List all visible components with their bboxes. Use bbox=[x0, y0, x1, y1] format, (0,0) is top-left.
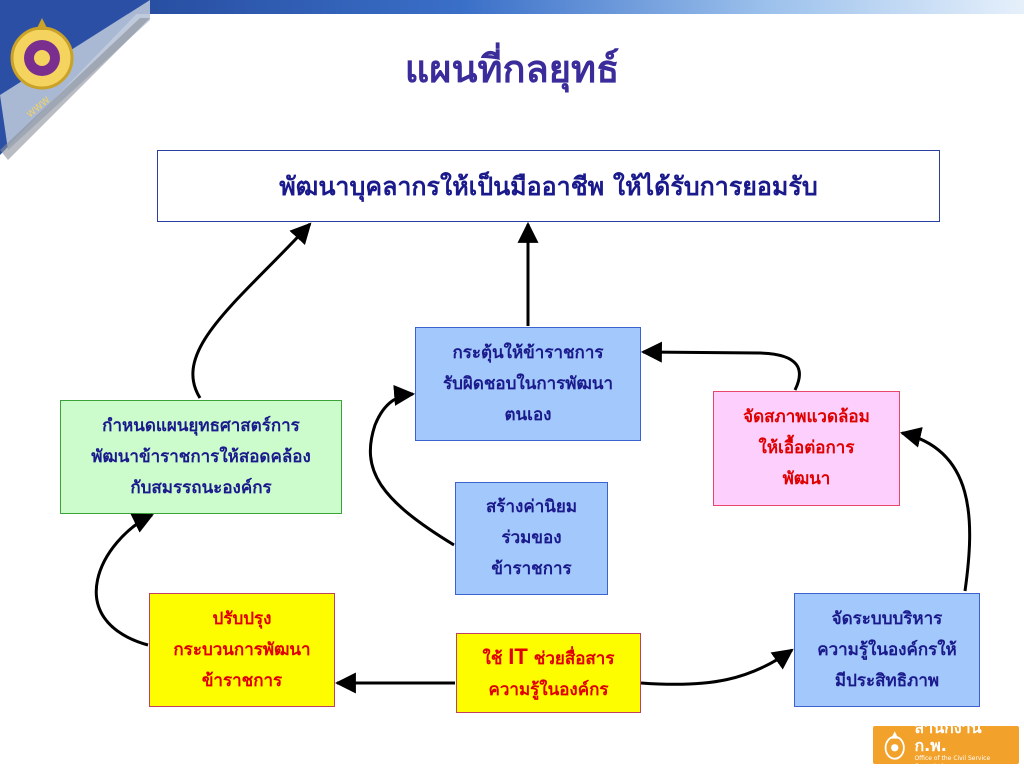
use-it-box: ใช้ IT ช่วยสื่อสาร ความรู้ในองค์กร bbox=[456, 633, 641, 713]
arrow-km-to-environment bbox=[899, 427, 972, 592]
emblem-icon bbox=[884, 731, 905, 760]
box-line: ข้าราชการ bbox=[201, 670, 283, 691]
goal-box: พัฒนาบุคลากรให้เป็นมืออาชีพ ให้ได้รับการ… bbox=[157, 150, 940, 222]
box-line: ความรู้ในองค์กรให้ bbox=[817, 639, 957, 660]
box-line: รับผิดชอบในการพัฒนา bbox=[442, 373, 614, 394]
box-line: ตนเอง bbox=[504, 404, 552, 425]
strategy-plan-box: กำหนดแผนยุทธศาสตร์การ พัฒนาข้าราชการให้ส… bbox=[60, 400, 342, 514]
improve-process-box: ปรับปรุง กระบวนการพัฒนา ข้าราชการ bbox=[149, 593, 335, 707]
arrow-values-to-stimulate bbox=[368, 384, 455, 547]
environment-box: จัดสภาพแวดล้อม ให้เอื้อต่อการ พัฒนา bbox=[713, 391, 900, 506]
stimulate-box: กระตุ้นให้ข้าราชการ รับผิดชอบในการพัฒนา … bbox=[415, 327, 641, 441]
box-line: กระตุ้นให้ข้าราชการ bbox=[452, 342, 604, 363]
ocsc-logo: สำนักงาน ก.พ. Office of the Civil Servic… bbox=[873, 719, 1019, 770]
box-line: กับสมรรถนะองค์กร bbox=[130, 477, 272, 498]
it-pre: ใช้ bbox=[482, 648, 509, 669]
box-line: มีประสิทธิภาพ bbox=[834, 670, 940, 691]
arrow-environment-to-stimulate bbox=[640, 341, 801, 391]
arrow-process-to-strategy bbox=[94, 513, 154, 647]
box-line: พัฒนาข้าราชการให้สอดคล้อง bbox=[91, 446, 311, 467]
box-line: ข้าราชการ bbox=[491, 559, 572, 579]
top-banner bbox=[0, 0, 1024, 14]
footer-org-name: สำนักงาน ก.พ. bbox=[914, 718, 982, 755]
knowledge-mgmt-box: จัดระบบบริหาร ความรู้ในองค์กรให้ มีประสิ… bbox=[794, 593, 980, 707]
shared-values-box: สร้างค่านิยม ร่วมของ ข้าราชการ bbox=[455, 482, 608, 595]
box-line: กำหนดแผนยุทธศาสตร์การ bbox=[102, 415, 300, 436]
box-line: ใช้ IT ช่วยสื่อสาร bbox=[483, 641, 615, 675]
arrow-it-to-km bbox=[640, 648, 794, 686]
box-line: ให้เอื้อต่อการ bbox=[758, 438, 855, 458]
box-line: จัดระบบบริหาร bbox=[831, 608, 943, 629]
it-post: ช่วยสื่อสาร bbox=[527, 648, 615, 669]
emblem-logo: WWW bbox=[0, 0, 150, 160]
box-line: ปรับปรุง bbox=[212, 608, 272, 629]
footer-org-en: Office of the Civil Service Commission bbox=[914, 755, 991, 770]
box-line: ความรู้ในองค์กร bbox=[488, 679, 609, 700]
it-label: IT bbox=[508, 643, 528, 669]
box-line: สร้างค่านิยม bbox=[485, 497, 578, 517]
box-line: จัดสภาพแวดล้อม bbox=[743, 407, 870, 427]
box-line: พัฒนา bbox=[782, 469, 831, 489]
box-line: ร่วมของ bbox=[501, 528, 562, 548]
box-line: กระบวนการพัฒนา bbox=[173, 639, 311, 660]
page-title: แผนที่กลยุทธ์ bbox=[404, 47, 620, 91]
arrow-strategy-to-goal bbox=[191, 222, 312, 399]
